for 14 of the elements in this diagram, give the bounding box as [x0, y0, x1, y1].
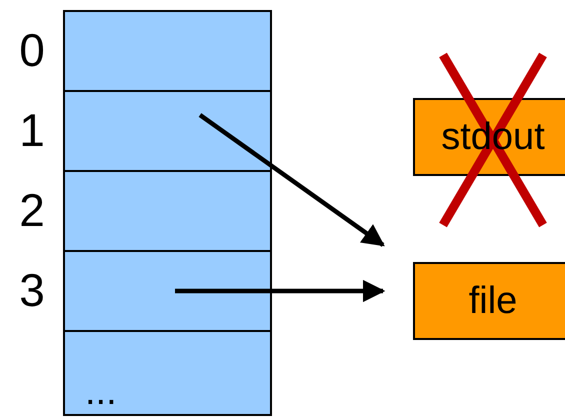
node-label: file: [468, 280, 518, 322]
index-number: 3: [18, 263, 46, 317]
arrow: [198, 113, 385, 247]
index-number: 0: [18, 23, 46, 77]
table-cell: [63, 170, 272, 252]
table-cell: [63, 330, 272, 416]
table-cell: [63, 10, 272, 92]
arrow: [175, 280, 386, 302]
index-number: 1: [18, 103, 46, 157]
table-cell: [63, 250, 272, 332]
node-label: ...: [85, 371, 117, 414]
index-number: 2: [18, 183, 46, 237]
table-cell: [63, 90, 272, 172]
file-box: [413, 262, 565, 340]
